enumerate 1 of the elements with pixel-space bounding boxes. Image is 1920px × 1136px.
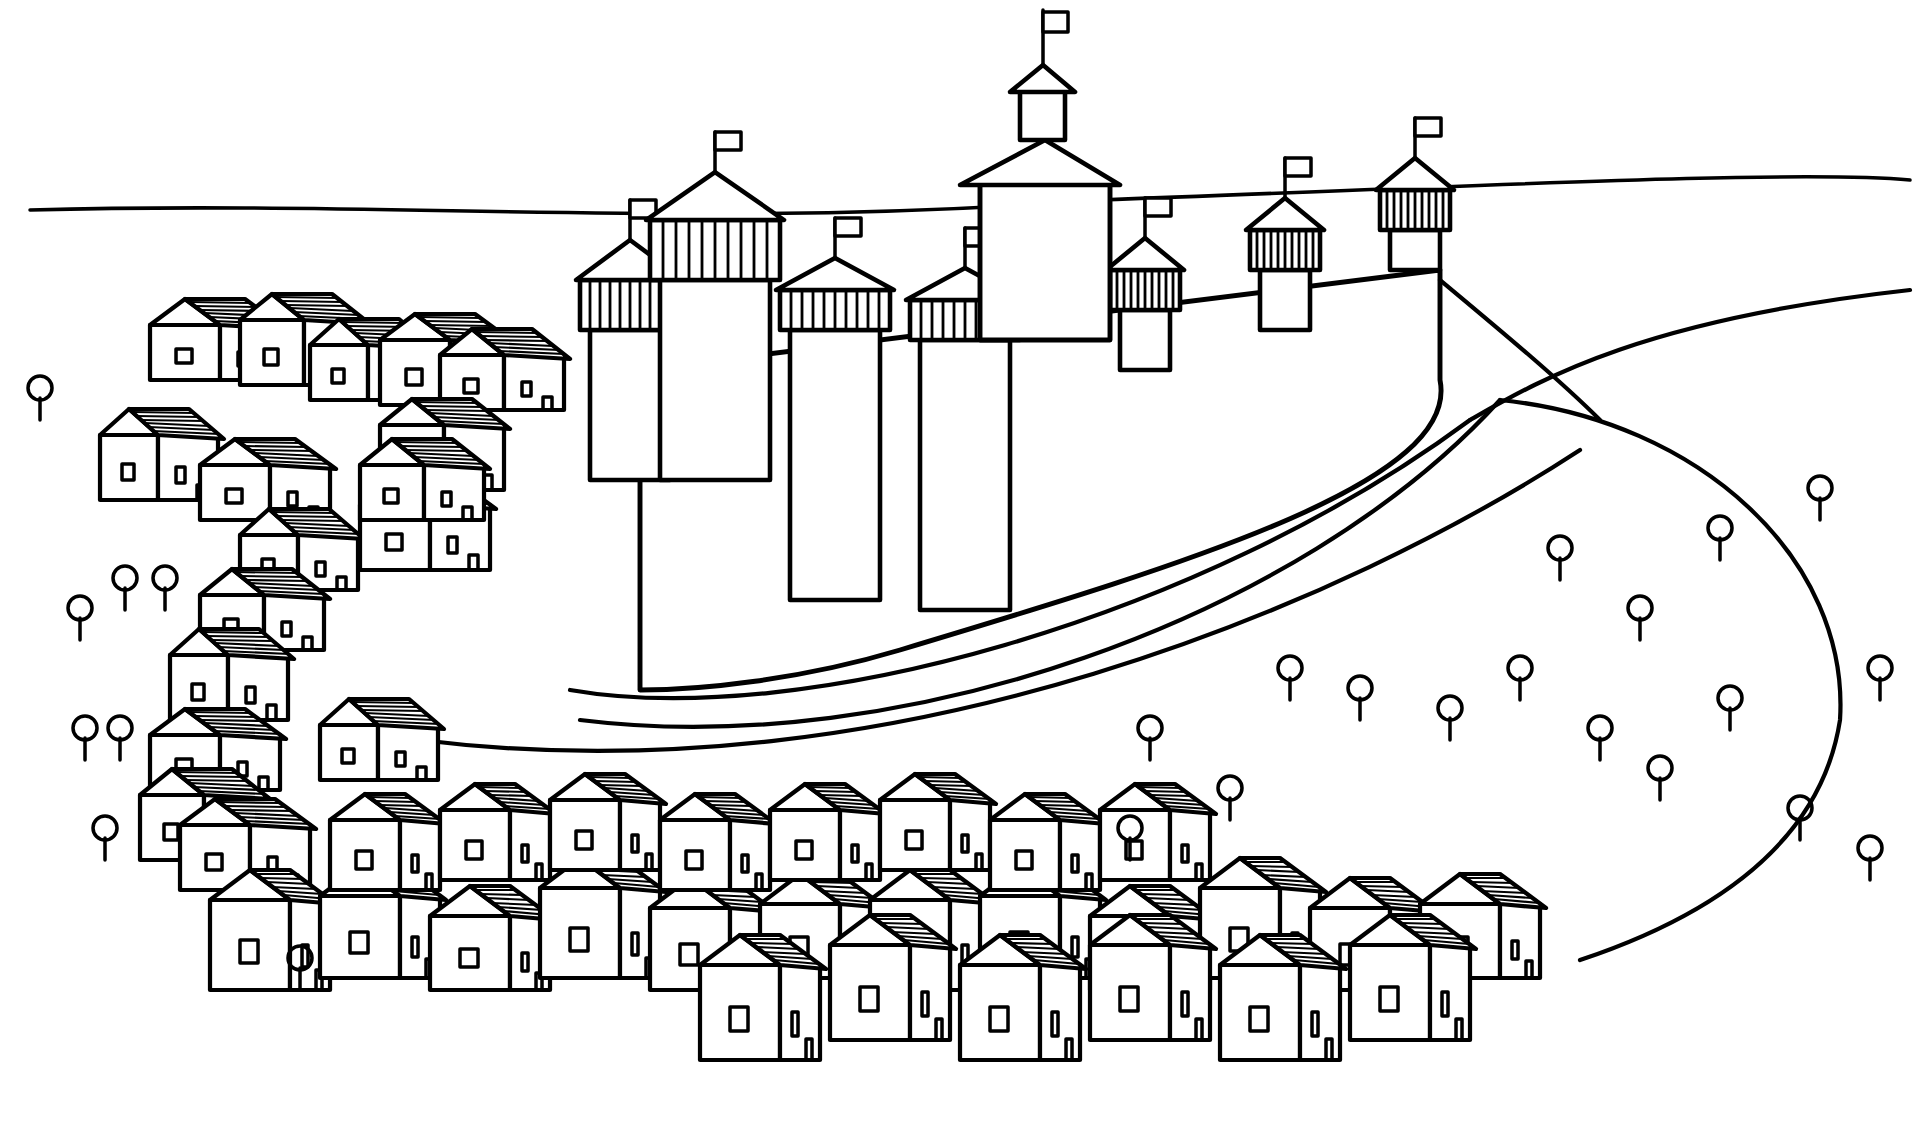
castle-town-drawing [26,8,1913,1063]
